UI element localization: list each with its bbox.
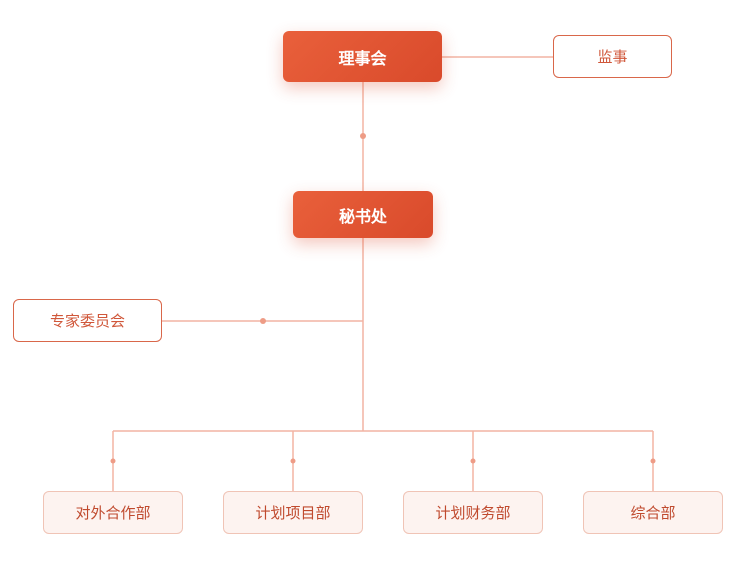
node-secretariat: 秘书处	[293, 191, 433, 238]
connector-dot	[360, 133, 366, 139]
node-expert-committee: 专家委员会	[13, 299, 162, 342]
node-department-label: 综合部	[630, 504, 676, 522]
connector-dot	[290, 458, 296, 464]
connector-dot	[470, 458, 476, 464]
node-board-label: 理事会	[338, 48, 387, 68]
node-department-label: 对外合作部	[75, 504, 151, 522]
node-board: 理事会	[283, 31, 442, 82]
connector-dot	[260, 318, 266, 324]
node-secretariat-label: 秘书处	[338, 206, 387, 226]
connector-dot	[650, 458, 656, 464]
node-department-label: 计划财务部	[435, 504, 511, 522]
node-department: 计划财务部	[403, 491, 543, 534]
node-department: 综合部	[583, 491, 723, 534]
node-department: 计划项目部	[223, 491, 363, 534]
node-department: 对外合作部	[43, 491, 183, 534]
node-department-label: 计划项目部	[255, 504, 331, 522]
node-supervisor-label: 监事	[597, 48, 628, 66]
connector-dot	[110, 458, 116, 464]
node-expert-committee-label: 专家委员会	[49, 312, 125, 330]
node-supervisor: 监事	[553, 35, 672, 78]
